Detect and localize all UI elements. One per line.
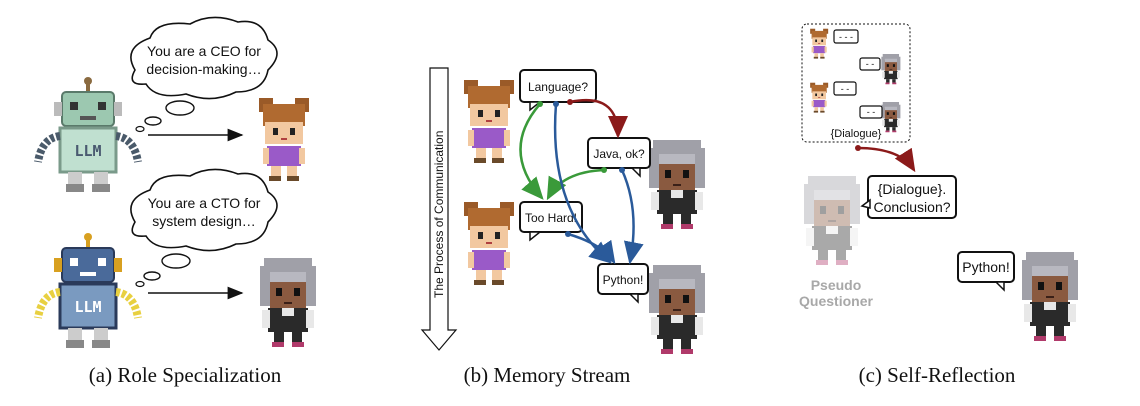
dialogue-line-2: - - xyxy=(866,59,875,69)
memory-arrow-blue-3 xyxy=(567,232,616,265)
llm-robot-blue: LLM xyxy=(34,233,142,348)
ceo-thought-bubble: You are a CEO for decision-making… xyxy=(130,16,278,133)
memory-node-red xyxy=(567,99,573,105)
ceo-prompt-line1: You are a CEO for xyxy=(147,43,261,59)
dialogue-history-box: - - - - - - - - - {Dialogue} xyxy=(801,23,911,143)
caption-self-reflection: (c) Self-Reflection xyxy=(859,363,1016,387)
reflecting-agent-avatar xyxy=(1022,252,1078,341)
memory-node-blue-2 xyxy=(619,167,625,173)
bubble-python: Python! xyxy=(597,263,649,304)
agent-girl-top xyxy=(464,80,514,163)
answer-text: Python! xyxy=(962,259,1009,275)
bubble-language: Language? xyxy=(519,69,597,112)
reflection-arrow xyxy=(857,146,916,173)
cto-agent-avatar xyxy=(260,258,316,347)
pseudo-line2: Questioner xyxy=(799,293,873,309)
agent-girl-bottom xyxy=(464,202,514,285)
ceo-agent-avatar xyxy=(259,98,309,181)
llm-robot-green: LLM xyxy=(34,77,142,192)
memory-arrow-red xyxy=(569,98,628,139)
panel-role-specialization: LLM You are a CEO for decision-making… xyxy=(34,16,316,387)
pseudo-line1: Pseudo xyxy=(811,277,862,293)
msg-python: Python! xyxy=(603,273,644,287)
reflection-node xyxy=(855,145,861,151)
bubble-conclusion-question: {Dialogue}. Conclusion? xyxy=(860,175,957,219)
memory-node-blue-3 xyxy=(565,231,571,237)
bubble-answer-python: Python! xyxy=(957,251,1015,292)
communication-axis-label: The Process of Communication xyxy=(432,131,446,298)
robot-label-top: LLM xyxy=(74,142,101,160)
bubble-too-hard: Too Hard! xyxy=(519,201,583,242)
msg-language: Language? xyxy=(528,80,588,94)
question-line1: {Dialogue}. xyxy=(878,181,947,197)
agent-boy-bottom xyxy=(649,265,705,354)
caption-role-specialization: (a) Role Specialization xyxy=(89,363,282,387)
question-line2: Conclusion? xyxy=(873,199,950,215)
agent-boy-top xyxy=(649,140,705,229)
memory-node-blue-1 xyxy=(553,101,559,107)
robot-label-bottom: LLM xyxy=(74,298,101,316)
ceo-prompt-line2: decision-making… xyxy=(146,61,261,77)
panel-self-reflection: - - - - - - - - - {Dialogue} Pseudo Ques… xyxy=(799,23,1078,387)
communication-timeline-arrow: The Process of Communication xyxy=(420,67,458,351)
pseudo-questioner-avatar xyxy=(804,176,860,265)
memory-arrow-green-1 xyxy=(519,103,544,200)
cto-thought-bubble: You are a CTO for system design… xyxy=(130,168,278,288)
memory-arrow-green-2 xyxy=(546,168,605,201)
memory-node-green-2 xyxy=(601,167,607,173)
dialogue-line-1: - - - xyxy=(839,32,853,42)
cto-prompt-line1: You are a CTO for xyxy=(148,195,261,211)
msg-java: Java, ok? xyxy=(593,147,645,161)
panel-memory-stream: The Process of Communication Language? J… xyxy=(420,67,705,387)
dialogue-line-3: - - xyxy=(841,84,850,94)
dialogue-line-4: - - xyxy=(867,107,876,117)
bubble-java: Java, ok? xyxy=(587,137,651,178)
memory-arrow-blue-2 xyxy=(620,169,644,265)
caption-memory-stream: (b) Memory Stream xyxy=(464,363,631,387)
dialogue-label: {Dialogue} xyxy=(831,128,882,140)
memory-node-green-1 xyxy=(537,101,543,107)
msg-too-hard: Too Hard! xyxy=(525,211,577,225)
cto-prompt-line2: system design… xyxy=(152,213,255,229)
